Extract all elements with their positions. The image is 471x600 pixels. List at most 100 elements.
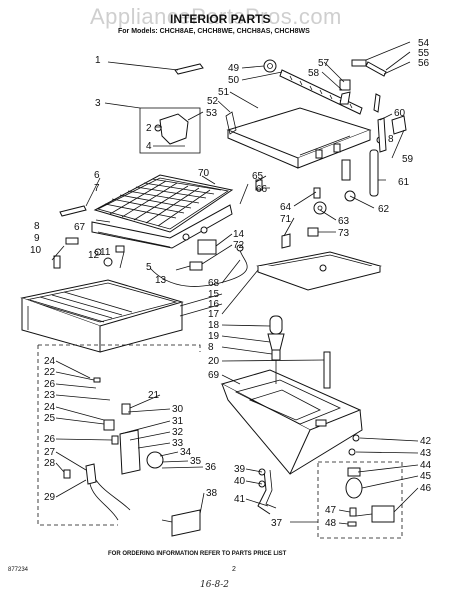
callout-36: 36 (205, 462, 217, 473)
callout-18: 18 (208, 320, 220, 331)
callout-63: 63 (338, 216, 350, 227)
watermark: AppliancePartsPros.com (90, 4, 342, 29)
page-title: INTERIOR PARTS (170, 12, 271, 26)
callout-44: 44 (420, 460, 432, 471)
callout-62: 62 (378, 204, 390, 215)
callout-8b: 8 (208, 342, 214, 353)
callout-57: 57 (318, 58, 330, 69)
callout-60: 60 (394, 108, 406, 119)
callout-27: 27 (44, 447, 56, 458)
callout-1: 1 (95, 55, 101, 66)
callout-10: 10 (30, 245, 42, 256)
callout-4: 4 (146, 141, 152, 152)
callout-49: 49 (228, 63, 240, 74)
callout-55: 55 (418, 48, 430, 59)
callout-65: 65 (252, 171, 264, 182)
part-bracket-1 (107, 61, 204, 75)
callout-32: 32 (172, 427, 184, 438)
callout-24: 24 (44, 356, 56, 367)
callout-11: 11 (100, 247, 111, 258)
callout-30: 30 (172, 404, 184, 415)
callout-7: 7 (94, 183, 100, 194)
callout-41: 41 (234, 494, 246, 505)
callout-31: 31 (172, 416, 184, 427)
callout-39: 39 (234, 464, 246, 475)
callout-9: 9 (34, 233, 40, 244)
callout-54: 54 (418, 38, 430, 49)
page-number: 2 (232, 566, 236, 573)
part-drip-tray-17 (256, 251, 382, 291)
callout-43: 43 (420, 448, 432, 459)
callout-38: 38 (206, 488, 218, 499)
callout-37: 37 (271, 518, 283, 529)
callout-26b: 26 (44, 434, 56, 445)
callout-67: 67 (74, 222, 86, 233)
callout-labels: 1 2 3 4 53 6 7 67 8 9 10 11 12 5 13 70 1… (30, 38, 432, 529)
part-control-bracket-3 (104, 102, 204, 154)
model-list: For Models: CHCH8AE, CHCH8WE, CHCH8AS, C… (118, 28, 310, 35)
callout-70: 70 (198, 168, 210, 179)
callout-45: 45 (420, 471, 432, 482)
callout-64: 64 (280, 202, 292, 213)
callout-20: 20 (208, 356, 220, 367)
part-hinge-hardware (339, 59, 407, 153)
part-screws-42 (348, 434, 360, 456)
callout-23: 23 (44, 390, 56, 401)
callout-22: 22 (44, 367, 56, 378)
part-wire-shelf-70 (93, 174, 234, 233)
callout-5: 5 (146, 262, 152, 273)
callout-12: 12 (88, 250, 100, 261)
callout-33: 33 (172, 438, 184, 449)
callout-16: 16 (208, 299, 220, 310)
callout-47: 47 (325, 505, 337, 516)
callout-29: 29 (44, 492, 56, 503)
part-drain-hose-37 (257, 468, 318, 523)
callout-13: 13 (155, 275, 167, 286)
callout-40: 40 (234, 476, 246, 487)
part-defrost-drain-18 (267, 315, 285, 384)
callout-58: 58 (308, 68, 320, 79)
callout-73: 73 (338, 228, 350, 239)
callout-61: 61 (398, 177, 410, 188)
callout-46: 46 (420, 483, 432, 494)
callout-59: 59 (402, 154, 414, 165)
part-shelf-tray-5 (91, 204, 233, 269)
ordering-footer: FOR ORDERING INFORMATION REFER TO PARTS … (108, 551, 287, 557)
callout-15: 15 (208, 289, 220, 300)
part-control-assembly-box (37, 344, 201, 537)
part-bar-20 (323, 351, 331, 389)
part-wire-harness-68 (149, 244, 248, 287)
part-evaporator-cover-69 (220, 369, 363, 475)
callout-51: 51 (218, 87, 230, 98)
callout-72: 72 (233, 240, 245, 251)
callout-34: 34 (180, 447, 192, 458)
callout-56: 56 (418, 58, 430, 69)
callout-69: 69 (208, 370, 220, 381)
callout-35: 35 (190, 456, 202, 467)
part-fan-assembly (239, 159, 356, 249)
callout-8c: 8 (388, 134, 394, 145)
document-code: 877234 (8, 567, 29, 573)
callout-52: 52 (207, 96, 219, 107)
callout-3: 3 (95, 98, 101, 109)
callout-42: 42 (420, 436, 432, 447)
part-fasteners-left (51, 177, 113, 269)
callout-17: 17 (208, 309, 220, 320)
callout-68: 68 (208, 278, 220, 289)
callout-21: 21 (148, 390, 160, 401)
callout-66: 66 (256, 184, 268, 195)
callout-19: 19 (208, 331, 220, 342)
callout-26: 26 (44, 379, 56, 390)
part-crisper-cover-15 (20, 279, 184, 353)
part-drain-tube-61 (369, 149, 379, 197)
callout-8: 8 (34, 221, 40, 232)
callout-71: 71 (280, 214, 292, 225)
part-shelf-cover-51 (226, 107, 372, 169)
callout-2: 2 (146, 123, 152, 134)
callout-25: 25 (44, 413, 56, 424)
handwritten-note: 16-8-2 (200, 580, 229, 590)
callout-48: 48 (325, 518, 337, 529)
callout-50: 50 (228, 75, 240, 86)
